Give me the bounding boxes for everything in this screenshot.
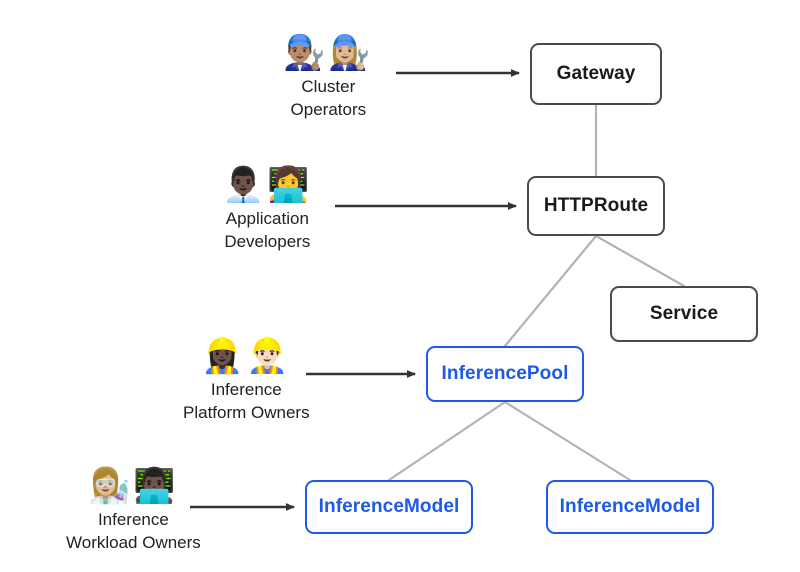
node-inferencepool[interactable]: InferencePool: [426, 346, 584, 402]
persona-avatars-icon: 👩🏼‍🔬👨🏿‍💻: [88, 466, 179, 506]
node-label: Service: [649, 303, 719, 324]
node-gateway[interactable]: Gateway: [530, 43, 662, 105]
connector-pool-to-model-right: [503, 400, 632, 482]
persona-avatars-icon: 👷🏿‍♀️👷🏻‍♂️: [200, 336, 292, 376]
node-label: InferenceModel: [559, 496, 701, 517]
persona-arrows: [190, 69, 520, 511]
connector-httproute-to-service: [594, 234, 686, 288]
node-label: HTTPRoute: [543, 195, 649, 216]
connector-pool-to-model-left: [387, 400, 507, 482]
node-inferencemodel2[interactable]: InferenceModel: [546, 480, 714, 534]
persona-label-line1: Inference: [210, 380, 282, 399]
persona-avatars-icon: 👨🏿‍💼👩‍💻: [222, 165, 313, 205]
node-label: Gateway: [556, 63, 636, 84]
persona-label-line2: Developers: [224, 232, 311, 251]
persona-label-line2: Workload Owners: [66, 533, 201, 552]
persona-label-line2: Platform Owners: [183, 403, 310, 422]
persona-label-line1: Inference: [97, 510, 169, 529]
persona-label-line1: Application: [225, 209, 309, 228]
node-inferencemodel1[interactable]: InferenceModel: [305, 480, 473, 534]
connector-httproute-to-inferencepool: [503, 234, 598, 348]
persona-avatars-icon: 👨🏽‍🔧👩🏼‍🔧: [283, 33, 374, 73]
node-service[interactable]: Service: [610, 286, 758, 342]
persona-label-line2: Operators: [290, 100, 367, 119]
persona-label-line1: Cluster: [301, 77, 356, 96]
node-httproute[interactable]: HTTPRoute: [527, 176, 665, 236]
node-label: InferencePool: [441, 363, 569, 384]
node-label: InferenceModel: [318, 496, 460, 517]
